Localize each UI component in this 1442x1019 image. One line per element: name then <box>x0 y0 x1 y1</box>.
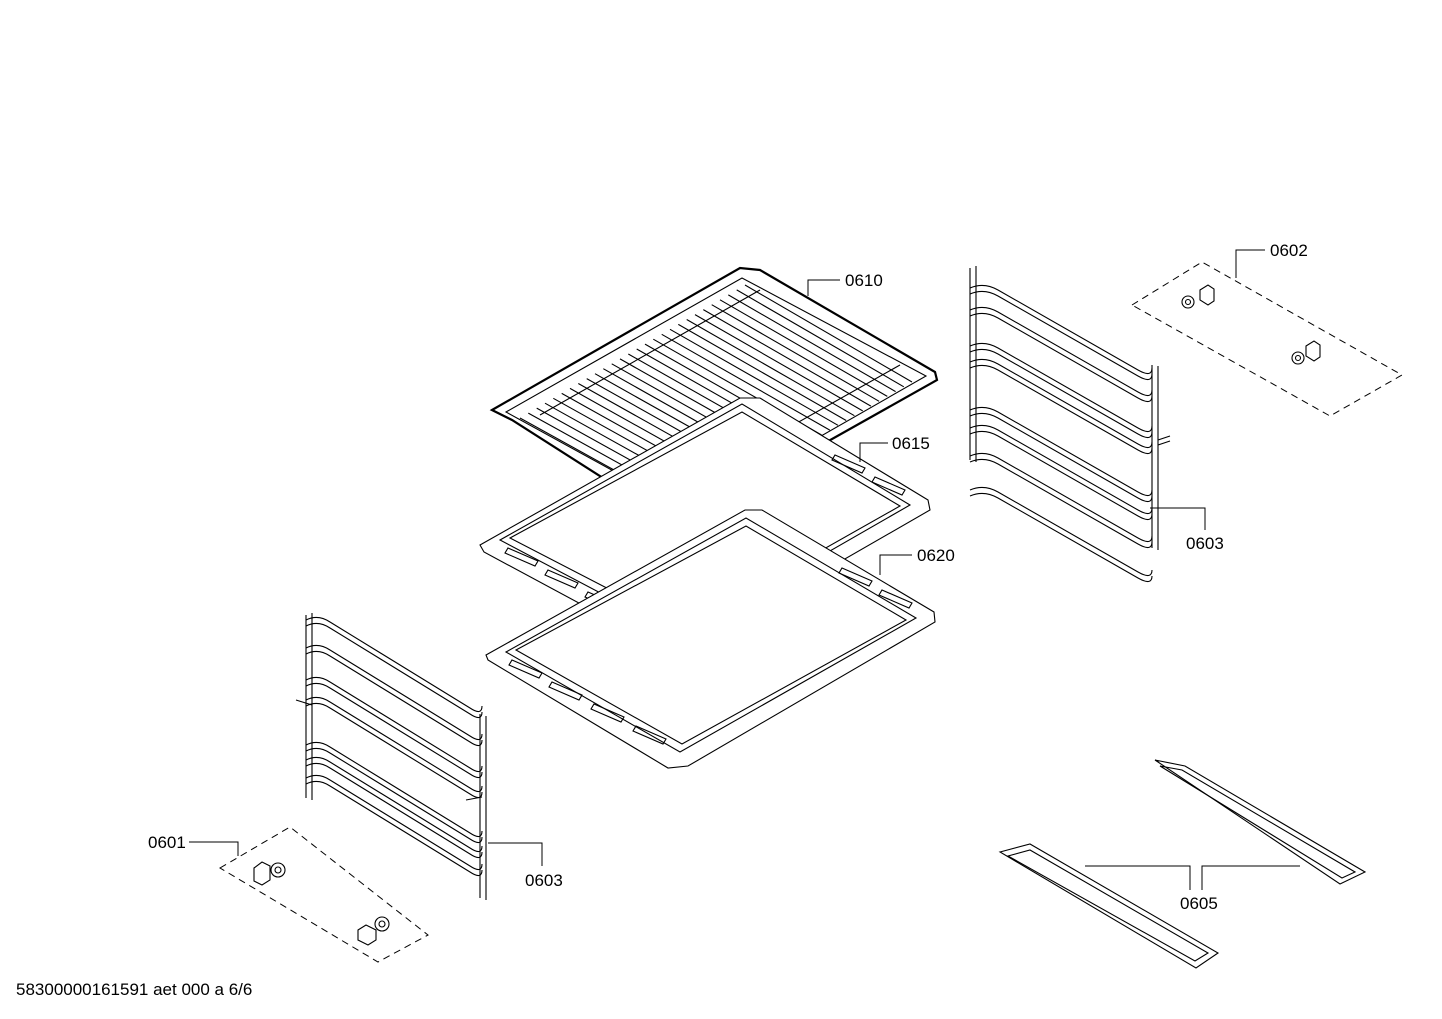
clip-icon <box>253 861 286 886</box>
part-label-deep-tray: 0620 <box>917 546 955 565</box>
side-rail-left <box>295 613 487 900</box>
part-label-clip-set-right: 0602 <box>1270 241 1308 260</box>
telescopic-rails <box>998 759 1367 969</box>
deep-tray <box>485 509 936 769</box>
part-label-side-rail-left: 0603 <box>525 871 563 890</box>
leader-lines <box>189 249 1300 890</box>
part-label-side-rail-right: 0603 <box>1186 534 1224 553</box>
part-label-telescopic-rails: 0605 <box>1180 894 1218 913</box>
document-code: 58300000161591 aet 000 a 6/6 <box>16 980 253 999</box>
clip-set-right <box>1131 261 1404 417</box>
part-label-baking-tray: 0615 <box>892 434 930 453</box>
part-label-clip-set-left: 0601 <box>148 833 186 852</box>
clip-set-left <box>219 826 429 963</box>
part-label-rack: 0610 <box>845 271 883 290</box>
clip-icon <box>1181 284 1215 309</box>
clip-icon <box>1291 340 1321 365</box>
clip-icon <box>357 916 390 946</box>
side-rail-right <box>969 266 1171 583</box>
